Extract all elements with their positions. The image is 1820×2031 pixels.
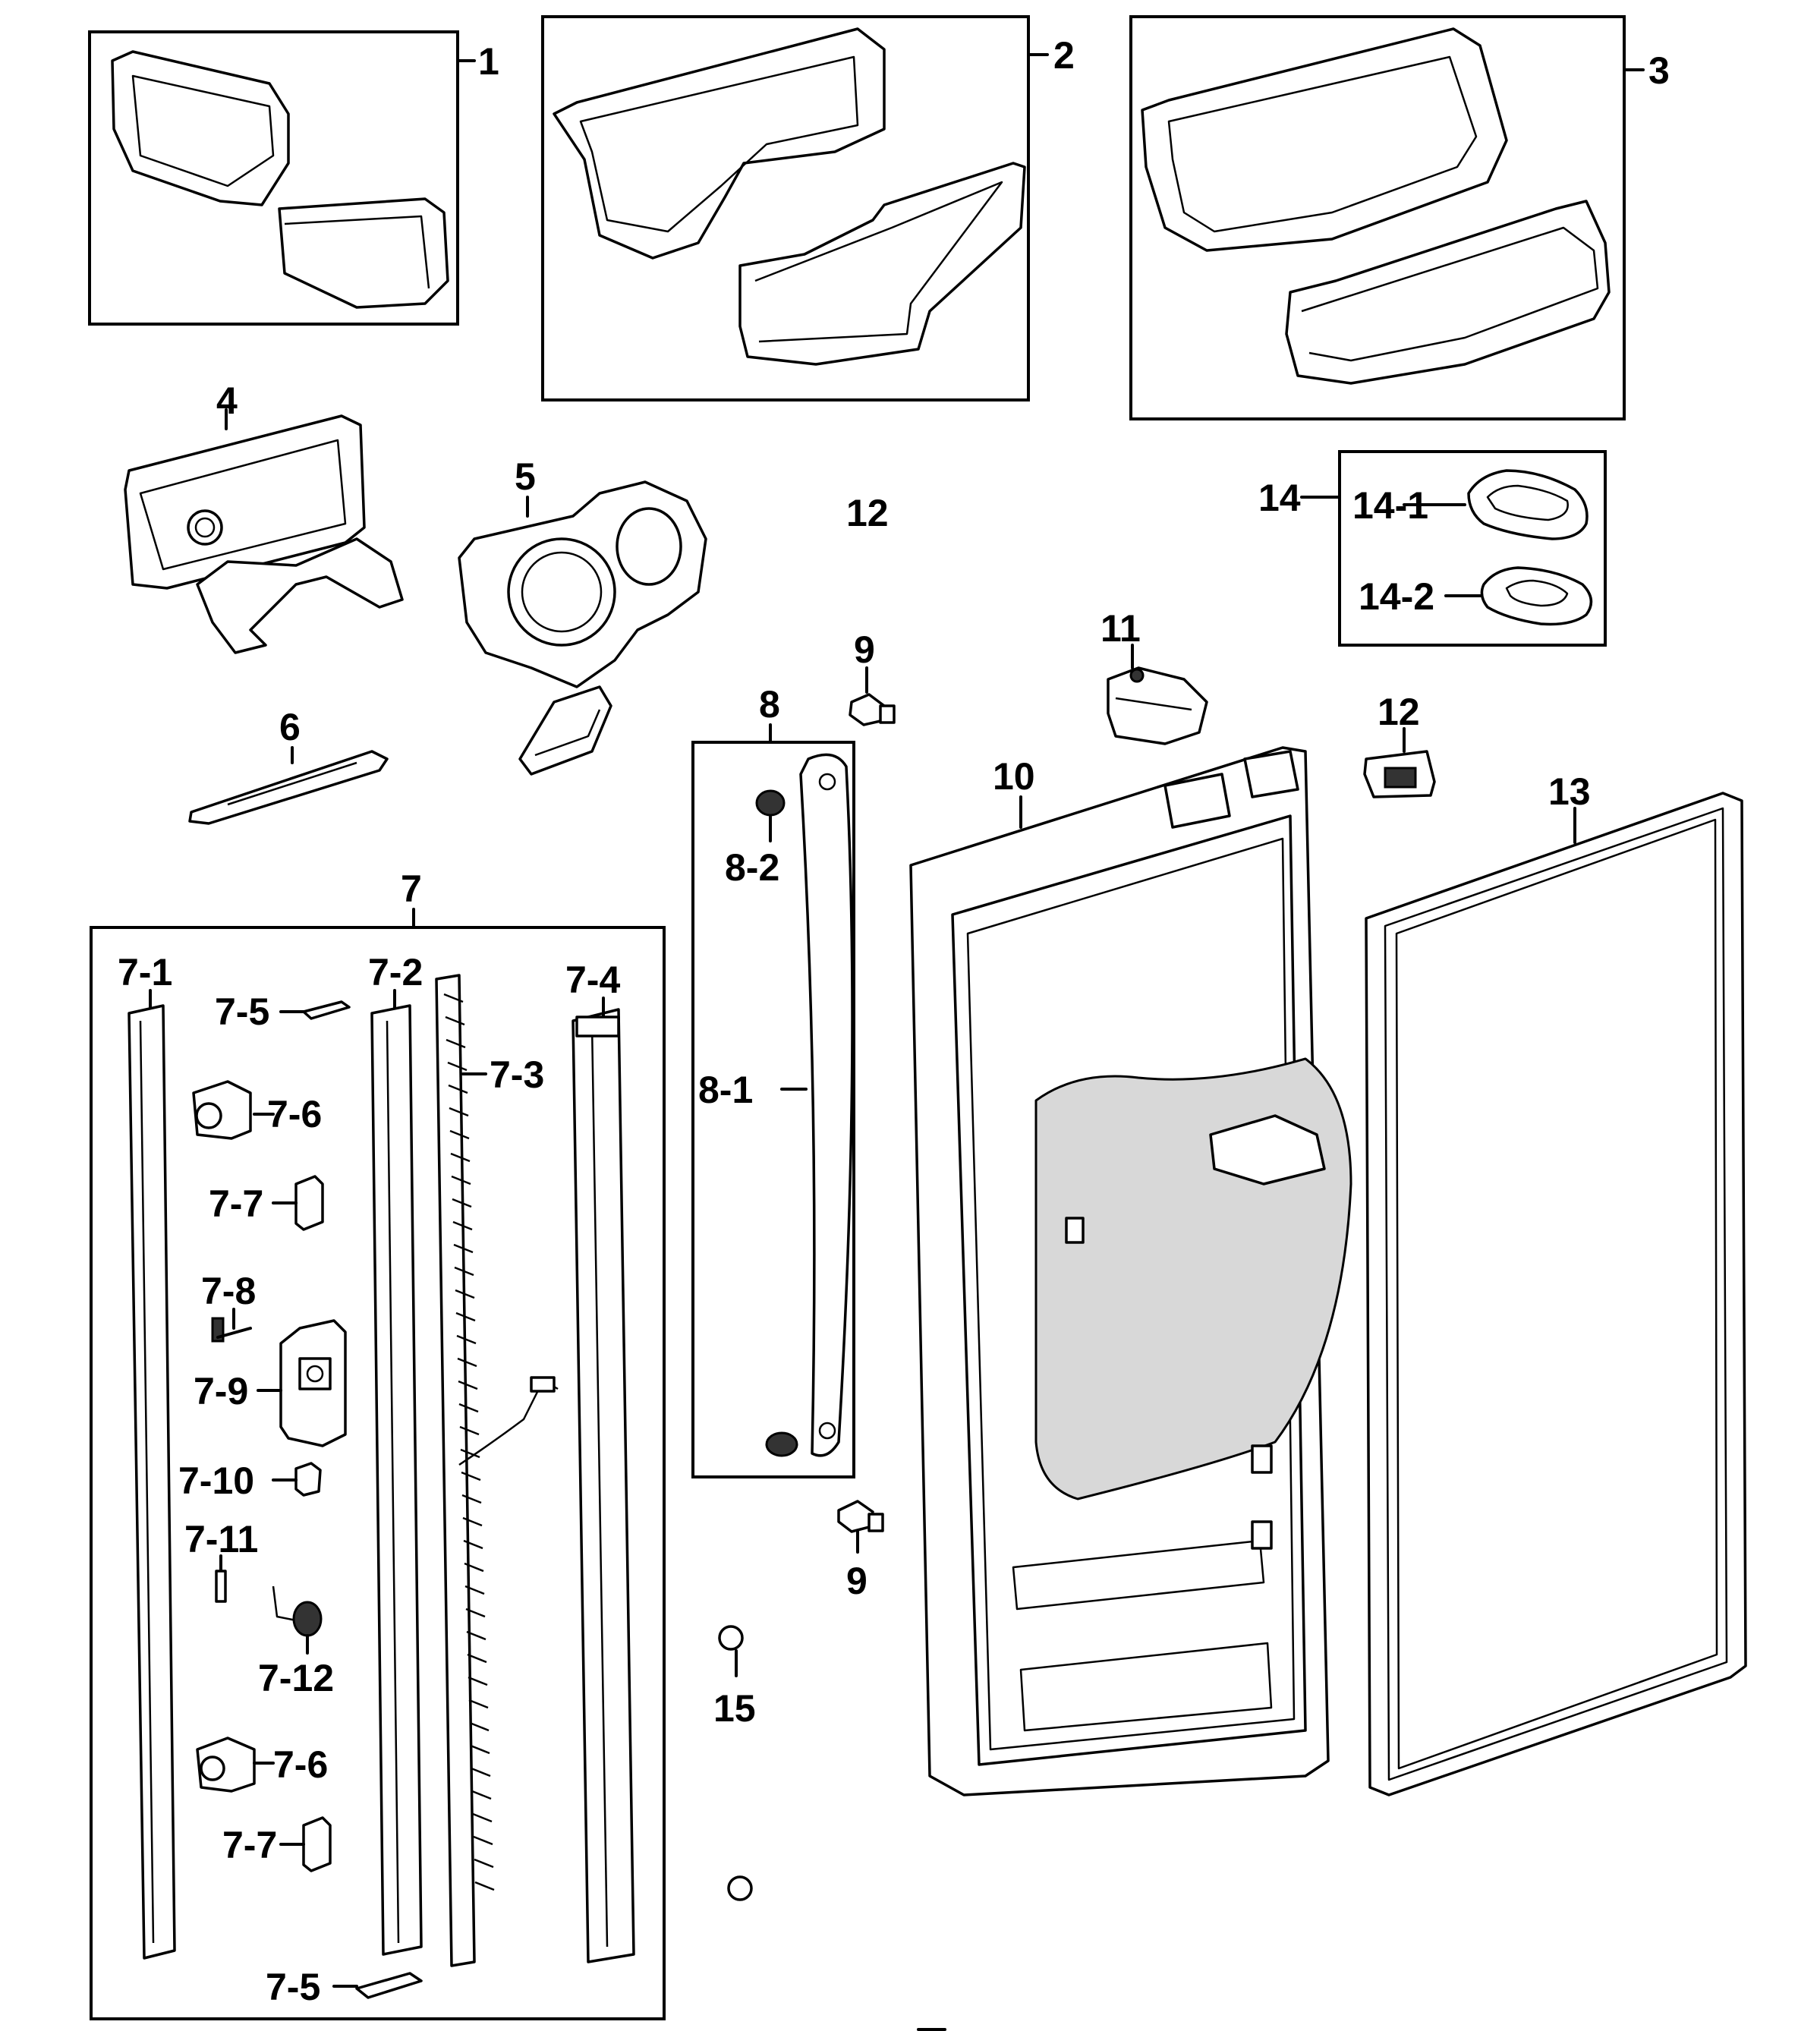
part-12-cap (1363, 727, 1436, 798)
label-14-1: 14-1 (1352, 484, 1428, 527)
label-7-6-top: 7-6 (267, 1093, 322, 1135)
part-7-11-pin (215, 1554, 227, 1603)
part-7-7-latch-bottom (279, 1816, 332, 1872)
part-7-5-clip-top (279, 1000, 351, 1020)
label-7-7-top: 7-7 (209, 1182, 263, 1225)
part-7-2-rail (370, 989, 423, 1956)
label-7-6-bottom: 7-6 (273, 1743, 328, 1786)
label-9-bottom: 9 (846, 1560, 867, 1602)
label-14: 14 (1258, 477, 1301, 519)
label-7-7-bottom: 7-7 (222, 1824, 277, 1866)
part-5-ice-assembly (458, 480, 707, 776)
label-14-2: 14-2 (1359, 575, 1434, 618)
label-7-1: 7-1 (118, 951, 172, 993)
part-7-5-clip-bottom (332, 1972, 423, 1999)
part-7-6-hinge-top (192, 1080, 275, 1140)
label-7: 7 (401, 868, 422, 910)
label-8: 8 (759, 683, 780, 726)
label-6: 6 (279, 706, 301, 748)
part-7-10-cap (272, 1462, 322, 1497)
label-2: 2 (1053, 34, 1075, 77)
part-6-cover-strip (188, 746, 389, 825)
label-15: 15 (713, 1687, 756, 1730)
part-8-handle (691, 723, 855, 1478)
label-10: 10 (993, 755, 1035, 798)
label-12: 12 (1378, 691, 1420, 733)
part-13-gasket (1365, 792, 1747, 1796)
part-7-3-heater (435, 974, 559, 1967)
part-14-caps (1300, 450, 1607, 647)
label-7-4: 7-4 (565, 959, 620, 1001)
part-7-group (90, 908, 666, 2020)
label-3: 3 (1648, 49, 1670, 92)
part-7-4-rail (572, 997, 635, 1963)
label-7-5-top: 7-5 (215, 990, 269, 1033)
label-8-2: 8-2 (725, 846, 779, 889)
part-9-fastener-top (849, 666, 896, 726)
part-7-9-hinge-bracket (257, 1319, 347, 1447)
part-9-fastener-bottom (837, 1500, 884, 1554)
label-7-5-bottom: 7-5 (266, 1966, 320, 2008)
label-11: 11 (1101, 607, 1141, 650)
label-1: 1 (478, 40, 499, 83)
label-7-9: 7-9 (194, 1370, 248, 1412)
part-7-1-rail (128, 989, 176, 1960)
label-7-11: 7-11 (184, 1518, 258, 1560)
part-3-door-bin (1129, 15, 1645, 420)
label-7-2: 7-2 (368, 951, 423, 993)
part-7-6-hinge-bottom (196, 1737, 275, 1793)
label-7-12: 7-12 (258, 1657, 334, 1699)
part-7-12-spring (272, 1585, 323, 1655)
part-2-door-bin (541, 15, 1049, 401)
part-10-door (909, 746, 1352, 1796)
label-7-3: 7-3 (490, 1053, 544, 1096)
label-5: 5 (515, 455, 536, 498)
label-8-1: 8-1 (698, 1069, 753, 1111)
part-7-8-screw (211, 1308, 252, 1343)
part-7-7-latch-top (272, 1175, 324, 1231)
label-9-top: 9 (854, 628, 875, 671)
part-15-plugs (718, 1625, 753, 1901)
part-1-door-bin (88, 30, 476, 326)
part-11-hinge-cover (1107, 644, 1208, 745)
label-7-10: 7-10 (178, 1459, 254, 1502)
part-4-dispenser-cover (124, 408, 404, 654)
label-13: 13 (1548, 770, 1591, 813)
label-12-top: 12 (846, 492, 889, 534)
label-7-8: 7-8 (201, 1270, 256, 1312)
label-4: 4 (216, 379, 238, 422)
